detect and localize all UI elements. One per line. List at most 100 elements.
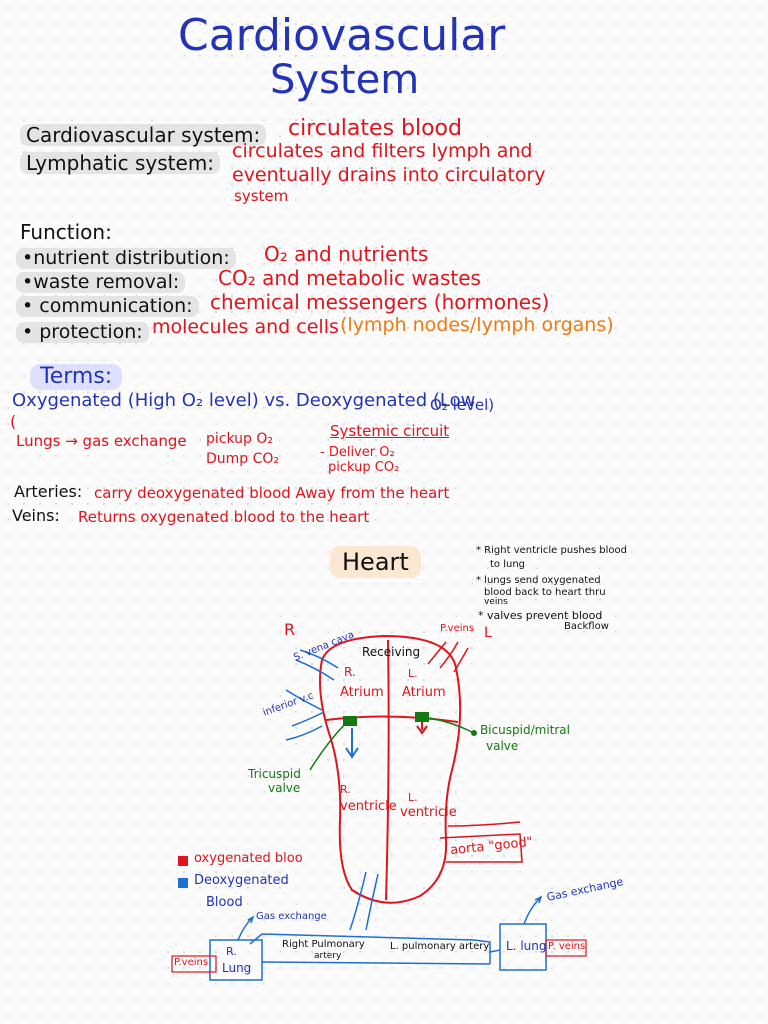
l-side-label: L	[484, 625, 492, 641]
pulm-trunk-top	[261, 933, 475, 941]
lymph-term: Lymphatic system:	[20, 152, 221, 174]
lungs-text: Lungs → gas exchange	[16, 432, 187, 450]
function-extra-4: (lymph nodes/lymph organs)	[340, 314, 614, 336]
aorta-line	[447, 821, 521, 827]
tricuspid-valve-label: valve	[268, 781, 301, 795]
r-atrium-letter: R.	[344, 665, 356, 679]
p-veins-right-label: P. veins	[548, 941, 586, 952]
tricuspid-label: Tricuspid	[248, 767, 301, 781]
function-label-3: • communication:	[16, 296, 199, 317]
note-7: Backflow	[564, 621, 609, 632]
red-c-mark: (	[10, 412, 17, 431]
right-pulm-label: Right Pulmonary	[282, 939, 365, 950]
l-ventricle-label: ventricle	[400, 805, 457, 820]
cardio-term: Cardiovascular system:	[20, 124, 267, 146]
p-veins-left-label: P.veins	[174, 957, 209, 968]
terms-heading: Terms:	[30, 364, 123, 390]
note-1: * Right ventricle pushes blood	[476, 545, 628, 556]
arteries-label: Arteries:	[14, 482, 83, 501]
legend-red-label: oxygenated bloo	[194, 851, 303, 866]
lymph-def-2: eventually drains into circulatory	[232, 164, 546, 186]
ivc-line-2	[291, 711, 325, 727]
r-atrium-label: Atrium	[340, 685, 384, 700]
pulm-trunk-end	[473, 939, 491, 964]
ivc-line-3	[285, 725, 323, 741]
veins-text: Returns oxygenated blood to the heart	[78, 508, 370, 526]
heart-outline	[319, 634, 462, 904]
lymph-def-1: circulates and filters lymph and	[232, 140, 533, 162]
function-heading: Function:	[20, 220, 112, 244]
p-veins-left-box	[171, 955, 217, 973]
deliver-text: - Deliver O₂	[320, 445, 395, 460]
pickup-co2-text: pickup CO₂	[328, 460, 400, 475]
pulm-trunk-bottom	[261, 961, 491, 965]
r-lung-box	[209, 939, 263, 981]
tricuspid-valve-mark	[343, 716, 357, 726]
note-3: * lungs send oxygenated	[476, 575, 601, 586]
arteries-text: carry deoxygenated blood Away from the h…	[94, 484, 450, 502]
bicuspid-label: Bicuspid/mitral	[480, 723, 570, 737]
bicuspid-arrow-head	[471, 730, 477, 736]
legend-blue-square	[178, 878, 188, 888]
function-label-4: • protection:	[16, 322, 149, 343]
function-label-2: •waste removal:	[16, 272, 186, 293]
p-veins-right-box	[545, 939, 587, 957]
gas-exchange-left-arrow	[237, 915, 255, 941]
bicuspid-valve-mark	[415, 712, 429, 722]
gas-exchange-right-arrow	[523, 895, 543, 925]
note-4: blood back to heart thru	[484, 587, 606, 598]
bicuspid-arrow	[428, 717, 473, 733]
bicuspid-valve-label: valve	[486, 739, 519, 753]
l-atrium-letter: L.	[408, 667, 418, 680]
r-ventricle-label: ventricle	[340, 799, 397, 814]
artery-label: artery	[314, 951, 342, 961]
red-flow-arrow	[416, 722, 428, 735]
receiving-label: Receiving	[362, 645, 421, 659]
atrium-divider	[325, 715, 459, 723]
function-label-1: •nutrient distribution:	[16, 248, 236, 269]
l-lung-label: L. lung	[506, 939, 547, 953]
blue-flow-arrow	[345, 728, 359, 759]
function-value-3: chemical messengers (hormones)	[210, 290, 550, 314]
p-veins-line-1	[427, 641, 447, 665]
r-ventricle-letter: R.	[340, 783, 351, 796]
svc-line-2	[295, 659, 335, 681]
p-veins-line-3	[453, 647, 469, 673]
r-lung-connect	[249, 933, 263, 945]
l-atrium-label: Atrium	[402, 685, 446, 700]
legend-blue-label-2: Blood	[206, 895, 243, 910]
svc-line-1	[299, 649, 339, 669]
ivc-line-1	[285, 689, 323, 711]
p-veins-top-label: P.veins	[440, 623, 475, 634]
cardio-def: circulates blood	[288, 116, 462, 141]
note-2: to lung	[490, 559, 526, 570]
function-value-1: O₂ and nutrients	[264, 242, 429, 266]
l-pulm-label: L. pulmonary artery	[390, 941, 490, 952]
p-veins-line-2	[439, 641, 459, 669]
systemic-circuit: Systemic circuit	[330, 422, 450, 440]
tricuspid-arrow	[309, 723, 346, 771]
note-6: * valves prevent blood	[478, 609, 603, 622]
legend-red-square	[178, 856, 188, 866]
septum	[385, 639, 390, 901]
note-5: veins	[484, 597, 508, 607]
r-lung-label: Lung	[222, 961, 252, 975]
oxygenated-line-2: O₂ level)	[430, 396, 495, 414]
dump-text: Dump CO₂	[206, 451, 280, 467]
gas-exchange-left: Gas exchange	[256, 911, 327, 922]
function-value-2: CO₂ and metabolic wastes	[218, 266, 481, 290]
pulm-artery-left-2	[365, 873, 379, 931]
title-line1: Cardiovascular	[178, 10, 506, 61]
r-side-label: R	[284, 620, 296, 639]
oxygenated-line: Oxygenated (High O₂ level) vs. Deoxygena…	[12, 390, 476, 411]
r-lung-letter: R.	[226, 945, 237, 958]
l-ventricle-letter: L.	[408, 791, 418, 804]
veins-label: Veins:	[12, 506, 60, 525]
legend-blue-label: Deoxygenated	[194, 873, 289, 888]
title-line2: System	[270, 57, 420, 103]
function-value-4: molecules and cells	[152, 316, 339, 338]
pulm-artery-left-1	[349, 871, 367, 931]
lymph-def-3: system	[234, 187, 289, 205]
pickup-text: pickup O₂	[206, 431, 273, 447]
